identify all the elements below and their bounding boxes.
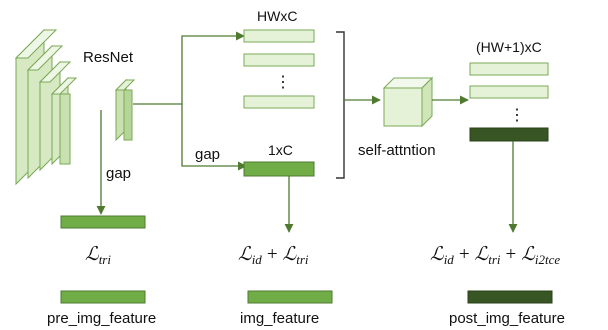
- post-feature-legend-bar: [467, 290, 553, 304]
- img-feature-label: img_feature: [240, 310, 319, 327]
- post-token-bar: [469, 127, 549, 142]
- flatten-connector: [133, 31, 245, 105]
- gap-label-left: gap: [106, 165, 131, 182]
- token-bar: [243, 95, 315, 109]
- onexc-label: 1xC: [268, 142, 293, 158]
- loss-left: ℒtri: [85, 244, 111, 267]
- img-feature-bar: [243, 161, 315, 177]
- loss-middle: ℒid+ℒtri: [238, 244, 309, 267]
- resnet-label: ResNet: [83, 49, 134, 66]
- token-bracket: [336, 31, 345, 179]
- token-bar: [243, 53, 315, 67]
- token-bar: [243, 29, 315, 43]
- gap-connector-mid: [181, 104, 247, 171]
- ellipsis-mid: ⋮: [275, 74, 291, 91]
- img-feature-legend-bar: [247, 290, 333, 304]
- self-attention-cube: [382, 76, 434, 128]
- hw1xc-label: (HW+1)xC: [476, 39, 542, 55]
- resnet-stack: [14, 28, 78, 186]
- out-token-bar: [469, 85, 549, 99]
- self-attention-label: self-attntion: [358, 142, 436, 159]
- resnet-output-map: [114, 78, 136, 142]
- pre-feature-bar: [60, 215, 146, 229]
- out-token-bar: [469, 62, 549, 76]
- post-feature-label: post_img_feature: [449, 310, 565, 327]
- pre-feature-legend-bar: [60, 290, 146, 304]
- loss-right: ℒid+ℒtri+ℒi2tce: [430, 244, 560, 267]
- ellipsis-right: ⋮: [509, 107, 525, 124]
- pre-feature-label: pre_img_feature: [47, 310, 156, 327]
- gap-label-mid: gap: [195, 146, 220, 163]
- hwxc-label: HWxC: [257, 8, 297, 24]
